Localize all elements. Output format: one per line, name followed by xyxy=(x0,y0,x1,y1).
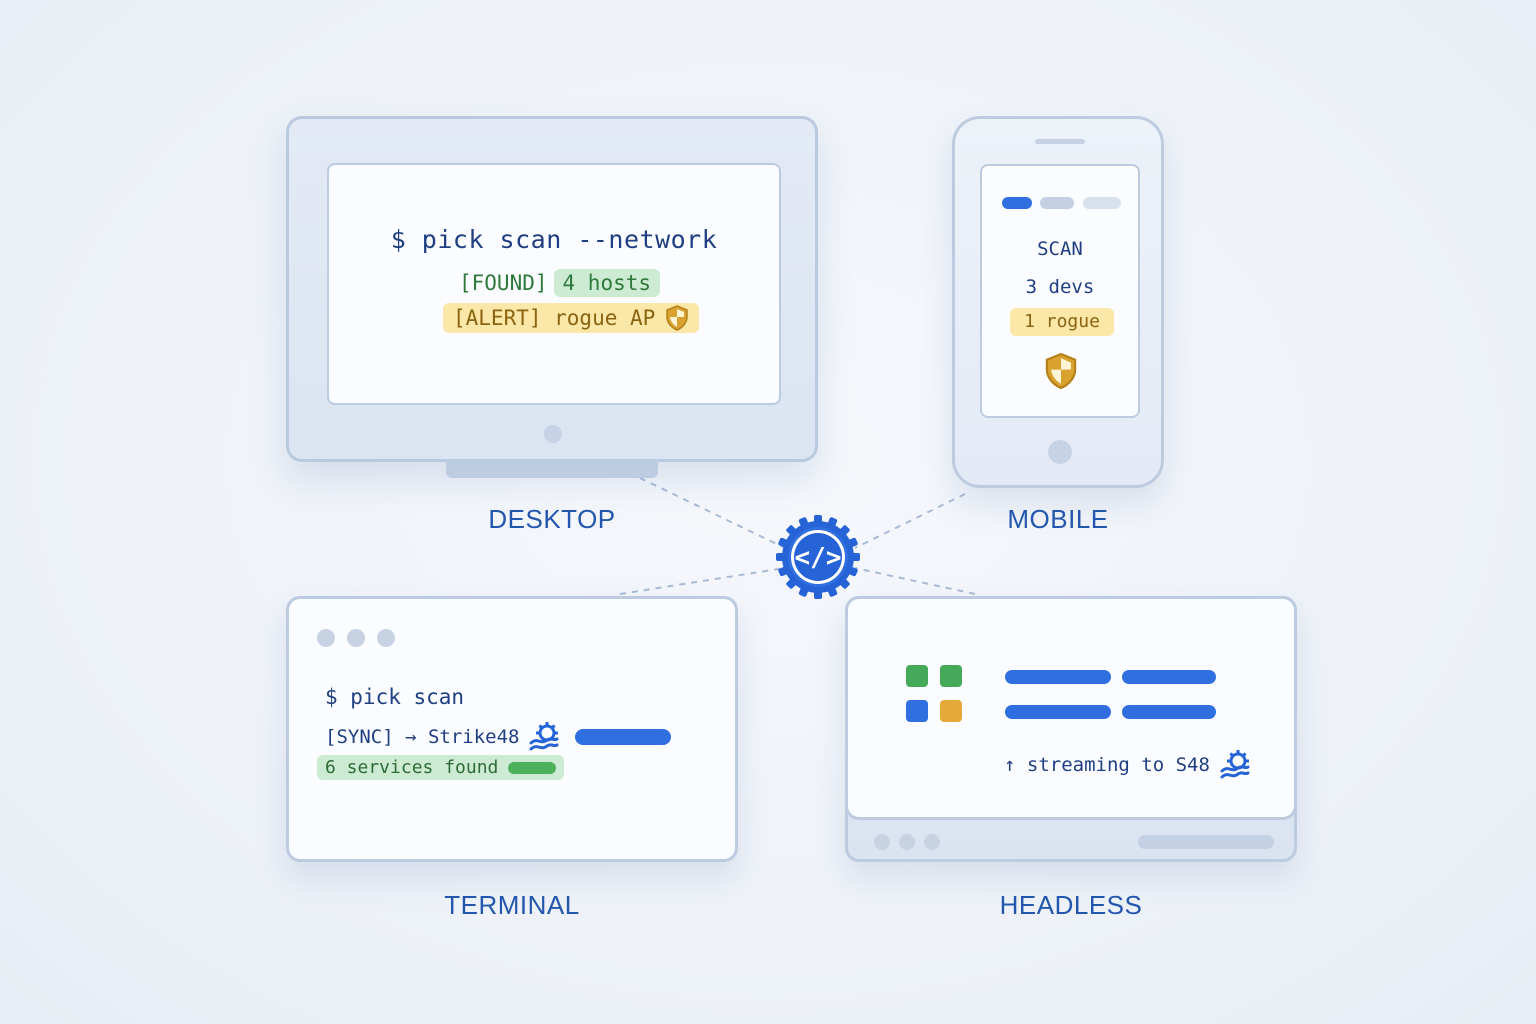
desktop-power-button xyxy=(544,425,562,443)
alert-text: [ALERT] rogue AP xyxy=(453,306,656,330)
data-bar xyxy=(1005,670,1111,684)
found-tag: [FOUND] xyxy=(459,271,548,295)
window-dot[interactable] xyxy=(377,629,395,647)
mobile-rogue-badge: 1 rogue xyxy=(1010,308,1114,336)
shield-icon xyxy=(666,305,689,331)
svg-text:</>: </> xyxy=(795,543,842,573)
data-bar xyxy=(1122,670,1216,684)
desktop-alert-badge: [ALERT] rogue AP xyxy=(443,303,700,333)
connector-desktop xyxy=(639,477,786,549)
sync-text: [SYNC] → Strike48 xyxy=(325,726,520,748)
desktop-screen: $ pick scan --network [FOUND] 4 hosts [A… xyxy=(327,163,781,405)
mobile-screen: SCAN 3 devs 1 rogue xyxy=(980,164,1140,418)
gear-tooth xyxy=(778,566,790,577)
mobile-tab[interactable] xyxy=(1083,197,1121,209)
connector-headless xyxy=(854,567,976,595)
services-progress-bar xyxy=(508,761,557,774)
window-dot[interactable] xyxy=(347,629,365,647)
status-square-amber xyxy=(940,700,962,722)
desktop-label: DESKTOP xyxy=(488,504,616,534)
gear-tooth xyxy=(798,517,809,529)
code-gear-icon: </> xyxy=(776,515,860,599)
services-found-badge: 6 services found xyxy=(317,755,565,780)
mobile-devs: 3 devs xyxy=(1025,276,1095,298)
mobile-speaker xyxy=(1035,139,1085,144)
server-led xyxy=(874,834,890,850)
server-drive-slot xyxy=(1138,835,1274,849)
mobile-title: SCAN xyxy=(1037,238,1083,260)
found-hosts-badge: 4 hosts xyxy=(553,269,661,297)
connector-terminal xyxy=(619,567,786,595)
mobile-label: MOBILE xyxy=(1007,504,1109,534)
window-dot[interactable] xyxy=(317,629,335,647)
desktop-found-line: [FOUND] 4 hosts xyxy=(459,269,661,297)
gear-tooth xyxy=(798,585,809,597)
strike48-logo-icon xyxy=(529,722,559,751)
streaming-line: ↑ streaming to S48 xyxy=(1004,749,1252,781)
mobile-tab[interactable] xyxy=(1040,197,1074,209)
gear-tooth xyxy=(827,517,838,529)
server-led xyxy=(924,834,940,850)
terminal-window: $ pick scan [SYNC] → Strike48 6 services… xyxy=(286,596,738,862)
streaming-text: ↑ streaming to S48 xyxy=(1004,754,1210,776)
gear-tooth xyxy=(838,577,850,589)
gear-tooth xyxy=(786,577,798,589)
headless-label: HEADLESS xyxy=(999,890,1143,920)
data-bar xyxy=(1005,705,1111,719)
terminal-sync-line: [SYNC] → Strike48 xyxy=(325,721,672,753)
headless-panel: ↑ streaming to S48 xyxy=(845,596,1297,820)
headless-server: ↑ streaming to S48 xyxy=(845,596,1297,862)
sync-progress-bar xyxy=(575,729,672,745)
gear-tooth xyxy=(846,537,858,548)
mobile-phone: SCAN 3 devs 1 rogue xyxy=(952,116,1164,488)
gear-tooth xyxy=(827,585,838,597)
gear-tooth xyxy=(850,553,860,561)
mobile-home-button xyxy=(1048,440,1072,464)
desktop-stand xyxy=(446,460,658,478)
server-led xyxy=(899,834,915,850)
desktop-monitor: $ pick scan --network [FOUND] 4 hosts [A… xyxy=(286,116,818,462)
connector-mobile xyxy=(854,493,966,549)
gear-tooth xyxy=(814,589,822,599)
shield-icon xyxy=(1045,352,1077,390)
gear-tooth xyxy=(814,515,822,525)
status-square-green xyxy=(940,665,962,687)
services-found-text: 6 services found xyxy=(325,757,499,778)
gear-tooth xyxy=(776,553,786,561)
status-square-blue xyxy=(906,700,928,722)
status-square-green xyxy=(906,665,928,687)
gear-tooth xyxy=(778,537,790,548)
data-bar xyxy=(1122,705,1216,719)
gear-tooth xyxy=(846,566,858,577)
gear-tooth xyxy=(838,525,850,537)
mobile-tab-active[interactable] xyxy=(1002,197,1032,209)
desktop-command: $ pick scan --network xyxy=(390,225,718,254)
terminal-label: TERMINAL xyxy=(444,890,580,920)
gear-tooth xyxy=(786,525,798,537)
strike48-logo-icon xyxy=(1220,750,1250,779)
terminal-command: $ pick scan xyxy=(325,685,465,709)
